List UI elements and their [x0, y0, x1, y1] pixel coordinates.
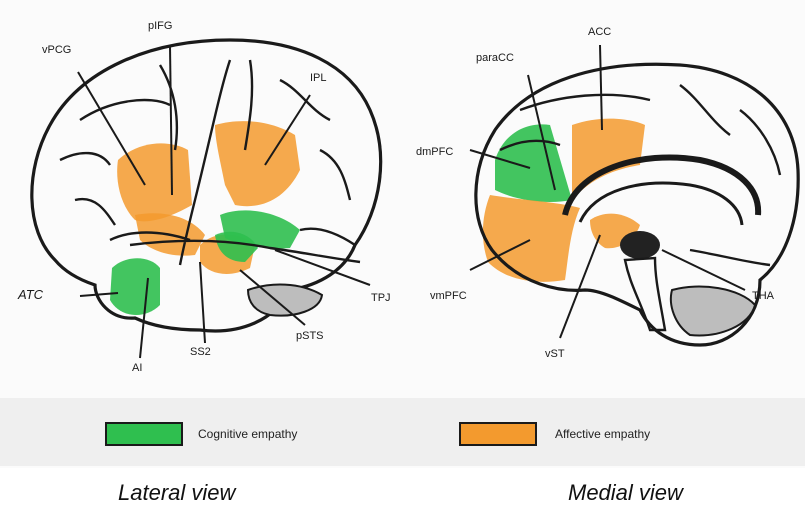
label-acc: ACC: [588, 26, 611, 38]
pointer-acc: [600, 45, 602, 130]
medial-brain: [470, 45, 798, 345]
label-psts: pSTS: [296, 330, 324, 342]
region-dmpfc-cognitive: [495, 124, 572, 202]
pointer-tha: [662, 250, 745, 290]
thalamus-shape: [620, 231, 660, 259]
label-vst: vST: [545, 348, 565, 360]
legend-swatch-cognitive: [106, 423, 182, 445]
pointer-vpcg: [78, 72, 145, 185]
lateral-cerebellum: [248, 285, 322, 316]
lateral-sulci: [60, 60, 360, 265]
brain-diagram: [0, 0, 805, 468]
legend-label-affective: Affective empathy: [555, 427, 650, 441]
label-dmpfc: dmPFC: [416, 146, 453, 158]
label-tpj: TPJ: [371, 292, 391, 304]
label-pifg: pIFG: [148, 20, 172, 32]
region-ipl-affective: [215, 121, 300, 206]
brainstem: [625, 258, 665, 330]
empathy-brain-figure: vPCG pIFG IPL ATC AI SS2 pSTS TPJ paraCC…: [0, 0, 805, 468]
label-ss2: SS2: [190, 346, 211, 358]
region-atc-cognitive: [110, 258, 160, 315]
label-atc: ATC: [18, 287, 43, 302]
lateral-brain: [32, 40, 381, 358]
legend-label-cognitive: Cognitive empathy: [198, 427, 297, 441]
label-tha: THA: [752, 290, 774, 302]
legend-swatch-affective: [460, 423, 536, 445]
label-vmpfc: vmPFC: [430, 290, 467, 302]
label-ai: AI: [132, 362, 142, 374]
caption-lateral-view: Lateral view: [118, 480, 235, 506]
label-ipl: IPL: [310, 72, 327, 84]
label-vpcg: vPCG: [42, 44, 71, 56]
label-paracc: paraCC: [476, 52, 514, 64]
caption-medial-view: Medial view: [568, 480, 683, 506]
